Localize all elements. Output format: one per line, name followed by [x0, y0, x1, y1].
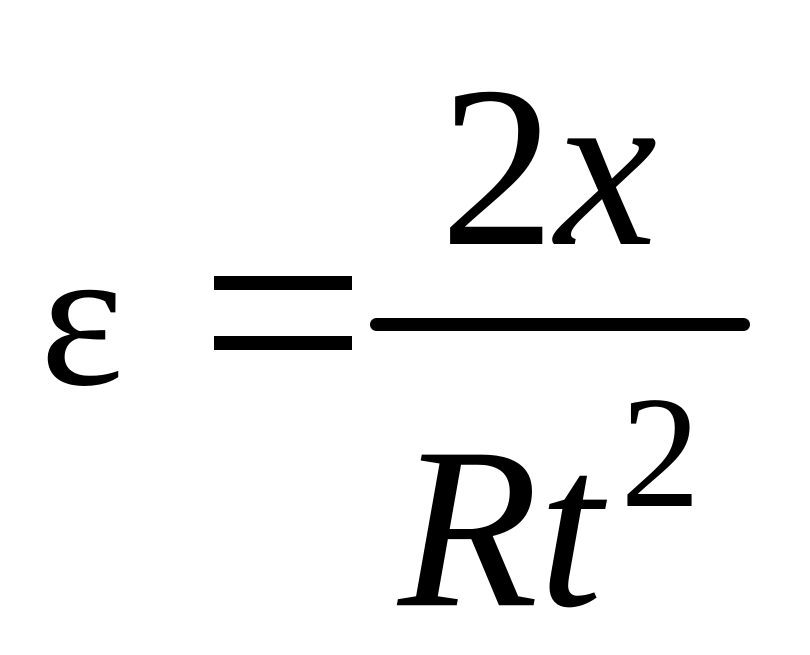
epsilon-symbol: ε: [40, 207, 124, 428]
denominator-exponent: 2: [620, 363, 701, 541]
numerator-variable: x: [555, 39, 658, 294]
equals-sign-top-bar: [214, 276, 352, 290]
fraction-numerator: 2x: [440, 52, 657, 282]
denominator-variable-t: t: [538, 400, 603, 655]
fraction-bar: [370, 318, 750, 331]
denominator-variable-r: R: [398, 400, 539, 655]
equals-sign-bottom-bar: [214, 336, 352, 350]
numerator-coefficient: 2: [440, 39, 555, 294]
